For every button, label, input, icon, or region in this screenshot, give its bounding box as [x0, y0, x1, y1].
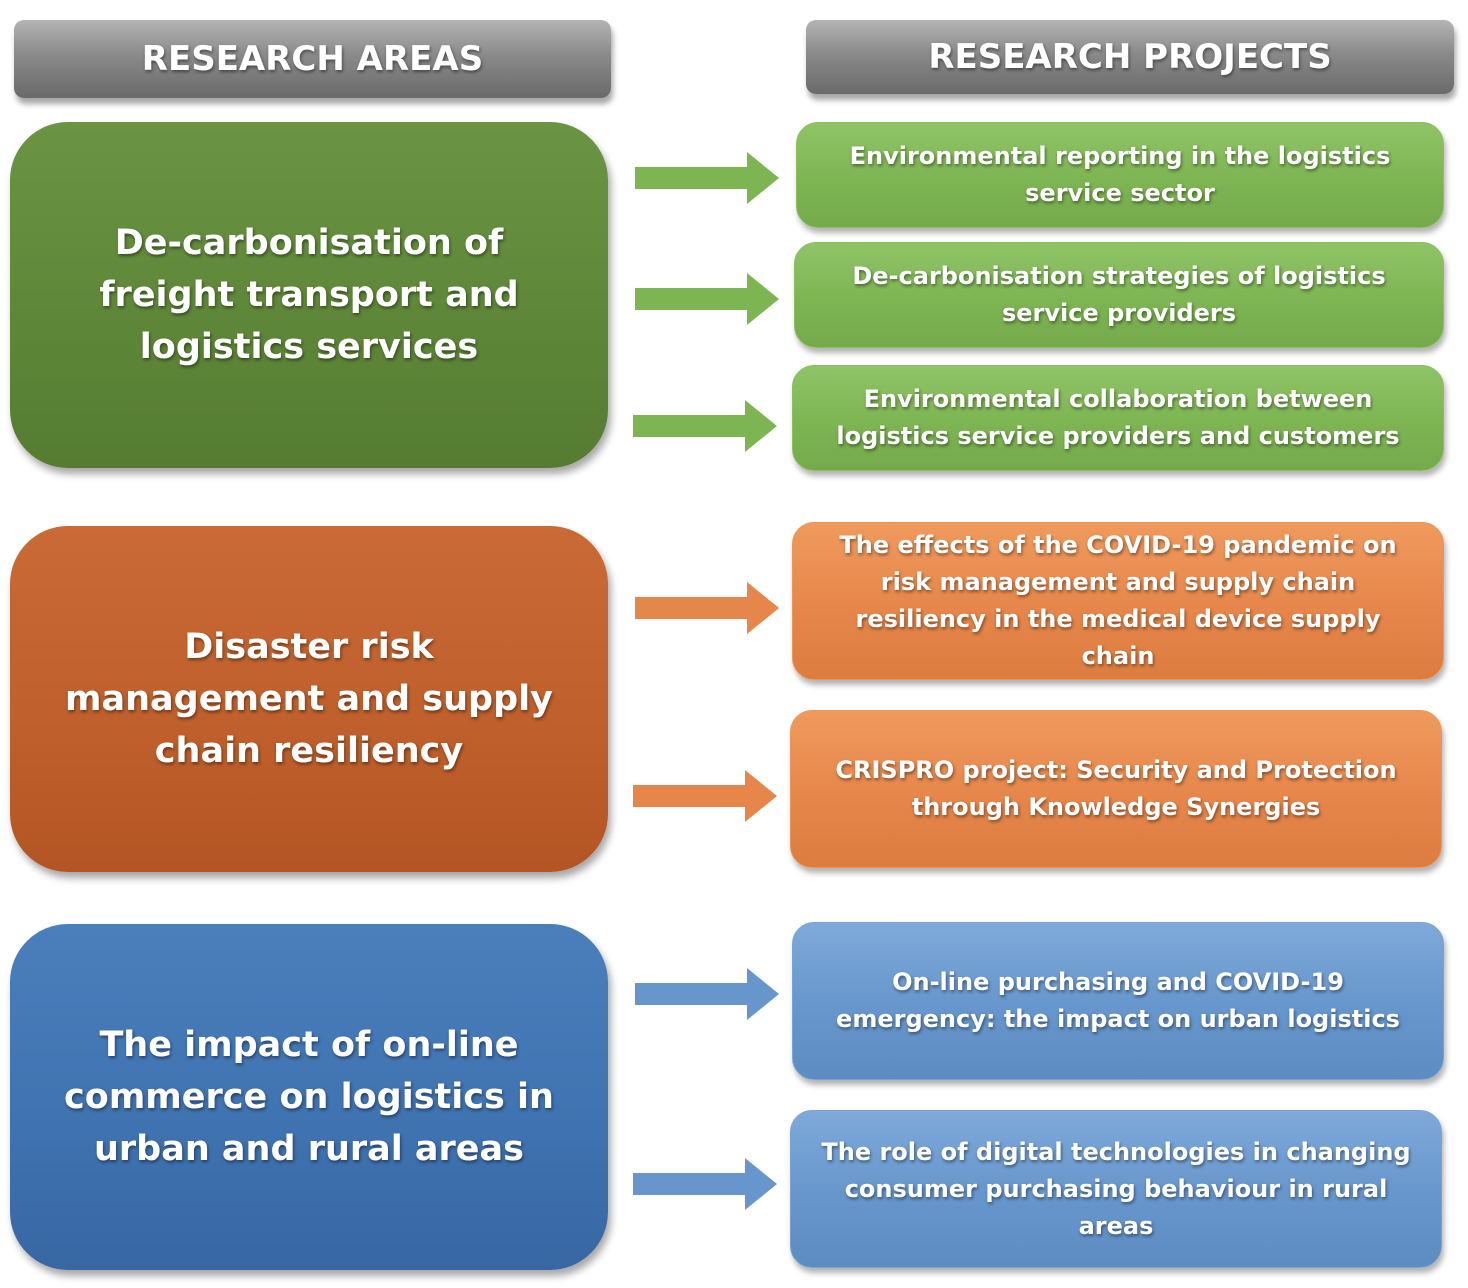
area-online-commerce-label: The impact of on-line commerce on logist…	[64, 1025, 554, 1169]
project-online-purchasing-covid: On-line purchasing and COVID-19 emergenc…	[792, 922, 1444, 1080]
arrow-right-icon	[635, 582, 779, 634]
project-online-purchasing-covid-label: On-line purchasing and COVID-19 emergenc…	[836, 968, 1400, 1033]
project-environmental-reporting: Environmental reporting in the logistics…	[796, 122, 1444, 228]
area-decarbonisation-label: De-carbonisation of freight transport an…	[99, 223, 519, 367]
project-covid-medical-supply-chain: The effects of the COVID-19 pandemic on …	[792, 522, 1444, 680]
area-online-commerce: The impact of on-line commerce on logist…	[10, 924, 608, 1270]
project-environmental-collaboration-label: Environmental collaboration between logi…	[836, 385, 1400, 450]
project-environmental-reporting-label: Environmental reporting in the logistics…	[849, 142, 1391, 207]
research-projects-header-label: RESEARCH PROJECTS	[928, 37, 1332, 77]
arrow-right-icon	[635, 968, 779, 1020]
arrow-right-icon	[635, 152, 779, 204]
project-decarbonisation-strategies-label: De-carbonisation strategies of logistics…	[852, 262, 1386, 327]
research-areas-header: RESEARCH AREAS	[14, 20, 611, 98]
project-crispro-label: CRISPRO project: Security and Protection…	[835, 756, 1397, 821]
project-covid-medical-supply-chain-label: The effects of the COVID-19 pandemic on …	[839, 531, 1397, 670]
arrow-right-icon	[633, 400, 777, 452]
project-decarbonisation-strategies: De-carbonisation strategies of logistics…	[794, 242, 1444, 348]
research-projects-header: RESEARCH PROJECTS	[806, 20, 1454, 94]
area-disaster-risk-label: Disaster risk management and supply chai…	[65, 627, 553, 771]
arrow-right-icon	[633, 1158, 777, 1210]
project-digital-technologies-rural: The role of digital technologies in chan…	[790, 1110, 1442, 1268]
research-areas-header-label: RESEARCH AREAS	[141, 39, 484, 79]
project-digital-technologies-rural-label: The role of digital technologies in chan…	[821, 1137, 1411, 1240]
project-crispro: CRISPRO project: Security and Protection…	[790, 710, 1442, 868]
arrow-right-icon	[635, 273, 779, 325]
area-decarbonisation: De-carbonisation of freight transport an…	[10, 122, 608, 468]
arrow-right-icon	[633, 770, 777, 822]
project-environmental-collaboration: Environmental collaboration between logi…	[792, 365, 1444, 471]
area-disaster-risk: Disaster risk management and supply chai…	[10, 526, 608, 872]
